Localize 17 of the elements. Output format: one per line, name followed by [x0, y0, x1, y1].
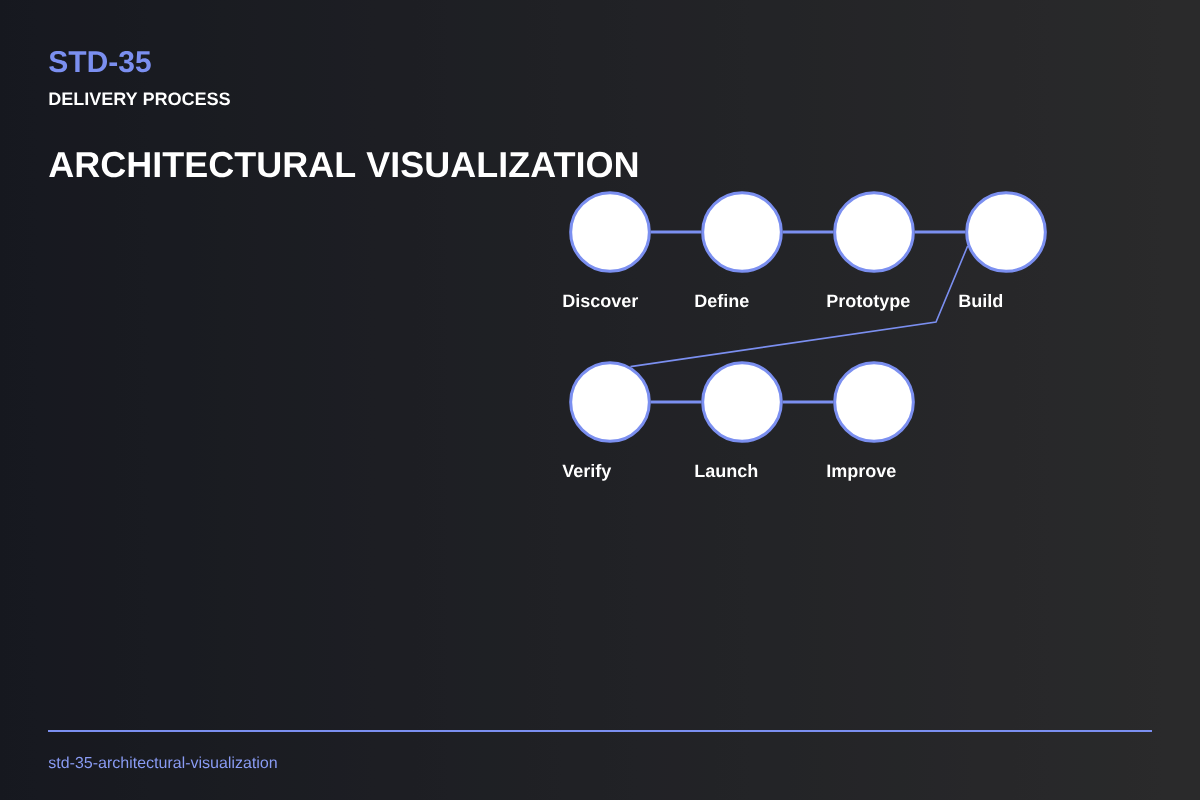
footer-text: std-35-architectural-visualization — [48, 756, 277, 769]
step-label: Discover — [563, 293, 639, 308]
connector-line — [650, 230, 702, 234]
subtitle: DELIVERY PROCESS — [49, 92, 230, 106]
connector-line — [914, 230, 966, 234]
step-label: Verify — [562, 463, 612, 481]
code-label: STD-35 — [49, 51, 151, 73]
step-label: Build — [959, 293, 1003, 308]
step-label: Launch — [695, 463, 758, 478]
connector-line — [629, 245, 969, 368]
step-label: Define — [695, 293, 749, 308]
step-label: Prototype — [827, 294, 910, 311]
heading: ARCHITECTURAL VISUALIZATION — [49, 151, 638, 178]
connector-line — [782, 400, 834, 404]
step-label: Improve — [827, 464, 896, 481]
connector-line — [650, 400, 702, 404]
connector-line — [782, 230, 834, 234]
